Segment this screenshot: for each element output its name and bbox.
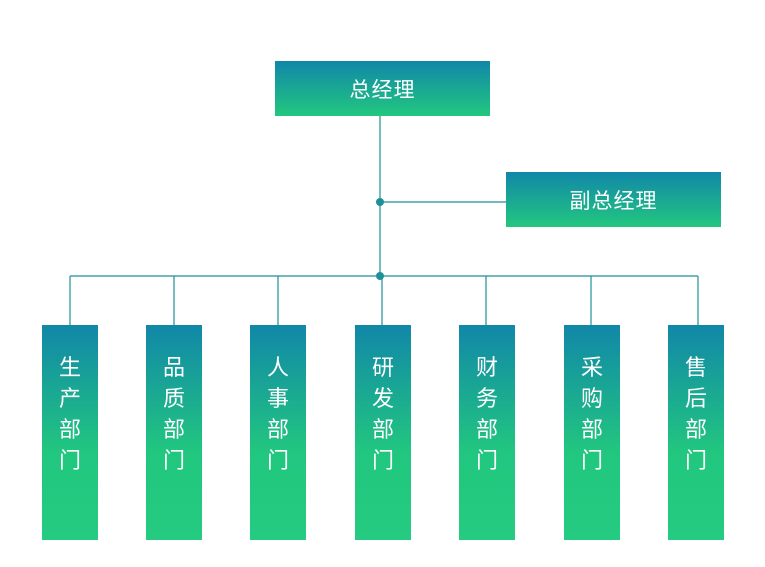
- department-box-production: 生产部门: [42, 325, 98, 540]
- department-box-after-sales: 售后部门: [668, 325, 724, 540]
- bus-junction-dot: [376, 272, 384, 280]
- department-box-purchasing: 采购部门: [564, 325, 620, 540]
- department-label: 人事部门: [267, 356, 290, 474]
- deputy-junction-dot: [376, 198, 384, 206]
- general-manager-label: 总经理: [349, 77, 416, 102]
- deputy-manager-label: 副总经理: [569, 188, 658, 213]
- department-box-rnd: 研发部门: [355, 325, 411, 540]
- department-label: 售后部门: [685, 356, 708, 474]
- department-label: 财务部门: [476, 356, 499, 474]
- department-label: 生产部门: [59, 356, 82, 474]
- department-label: 品质部门: [163, 356, 186, 474]
- department-box-quality: 品质部门: [146, 325, 202, 540]
- department-box-hr: 人事部门: [250, 325, 306, 540]
- department-label: 采购部门: [581, 356, 604, 474]
- department-box-finance: 财务部门: [459, 325, 515, 540]
- general-manager-box: 总经理: [275, 61, 490, 116]
- department-label: 研发部门: [372, 356, 395, 474]
- deputy-manager-box: 副总经理: [506, 172, 721, 227]
